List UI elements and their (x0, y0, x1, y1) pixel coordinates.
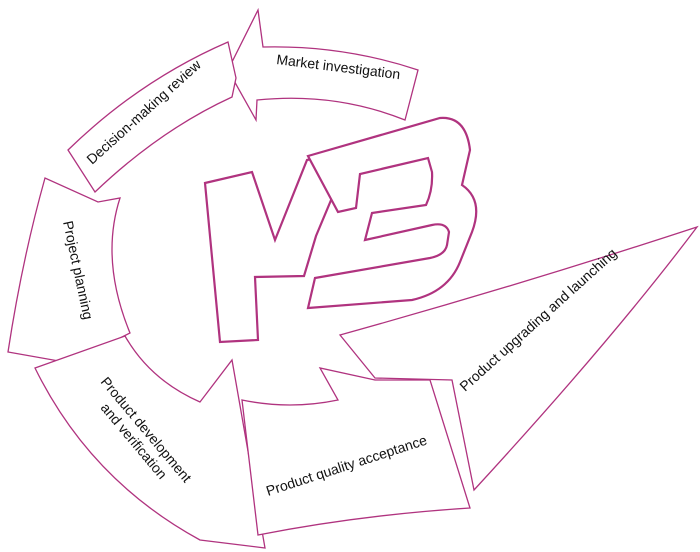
arrow-market-investigation (227, 7, 419, 123)
arrow-decision-making-review (67, 41, 237, 194)
arrow-product-quality-acceptance (241, 367, 471, 536)
arrow-product-development (34, 335, 266, 549)
logo-k-letter (203, 148, 354, 344)
arrow-product-upgrading (338, 225, 699, 492)
logo-b-letter (306, 116, 478, 310)
kb-logo-icon (203, 116, 478, 344)
arrow-project-planning (7, 177, 131, 364)
